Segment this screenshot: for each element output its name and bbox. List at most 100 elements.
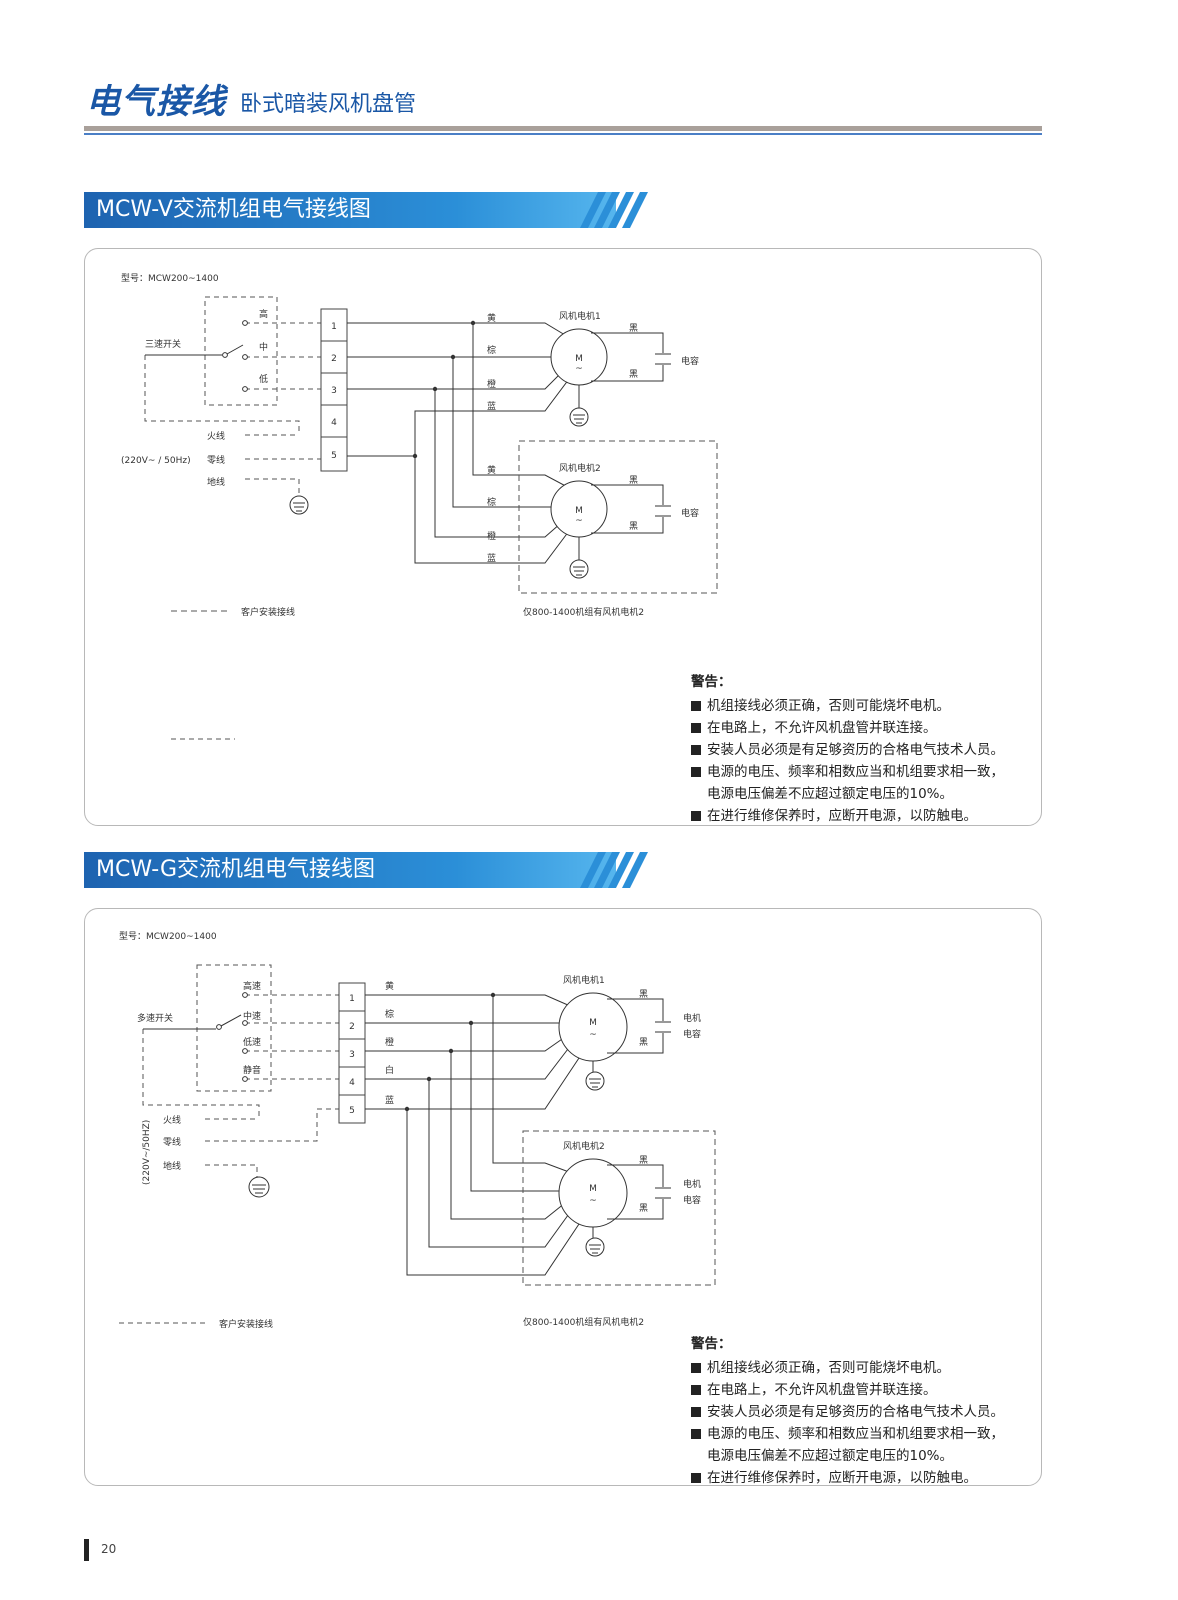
s1-m1-black-bottom: 黑 <box>629 369 638 380</box>
s1-m2-wire-orange: 橙 <box>487 530 496 542</box>
page-title: 电气接线 <box>86 82 226 122</box>
header-divider-accent <box>84 133 1042 135</box>
s2-power-spec: (220V~/50HZ) <box>142 1120 152 1185</box>
s1-warning-item: 机组接线必须正确，否则可能烧坏电机。 <box>691 695 1004 717</box>
s2-warning-item: 在进行维修保养时，应断开电源，以防触电。 <box>691 1467 1004 1489</box>
s1-warning-item: 在电路上，不允许风机盘管并联连接。 <box>691 717 1004 739</box>
s1-model-label: 型号：MCW200~1400 <box>121 273 219 284</box>
header-divider <box>84 126 1042 131</box>
s1-m2-black-bottom: 黑 <box>629 521 638 532</box>
s1-motor1-ground-icon <box>569 407 589 427</box>
section2-diagram-panel: 型号：MCW200~1400 多速开关 高速 中速 低速 静音 火线 零线 地线… <box>84 908 1042 1486</box>
s1-terminal-5: 5 <box>331 451 337 461</box>
s2-speed-mid: 中速 <box>243 1010 261 1022</box>
s1-m1-wire-blue: 蓝 <box>487 400 496 412</box>
s1-note: 仅800-1400机组有风机电机2 <box>523 606 644 618</box>
s2-switch-label: 多速开关 <box>137 1012 173 1024</box>
s1-warnings-title: 警告： <box>691 674 732 690</box>
s2-motor2-label: 风机电机2 <box>563 1140 605 1152</box>
s1-warning-continuation: 电源电压偏差不应超过额定电压的10%。 <box>707 786 954 802</box>
section1-banner: MCW-V交流机组电气接线图 <box>84 192 616 228</box>
s2-speed-low: 低速 <box>243 1036 261 1048</box>
s1-m2-wire-yellow: 黄 <box>487 464 496 476</box>
s2-warnings-title: 警告： <box>691 1336 732 1352</box>
s1-speed-mid: 中 <box>259 341 268 353</box>
s2-wire-blue: 蓝 <box>385 1094 394 1106</box>
s1-terminal-4: 4 <box>331 418 337 428</box>
s1-power-neutral: 零线 <box>207 454 225 466</box>
s1-warning-item: 在进行维修保养时，应断开电源，以防触电。 <box>691 805 1004 827</box>
s2-legend-label: 客户安装接线 <box>219 1318 273 1330</box>
banner-slashes-icon <box>580 192 648 228</box>
s1-m2-wire-brown: 棕 <box>487 496 496 508</box>
s1-m2-capacitor: 电容 <box>681 507 699 519</box>
s1-m2-ac: ~ <box>575 516 583 526</box>
s2-m2-black-bottom: 黑 <box>639 1203 648 1214</box>
s1-m1-m: M <box>575 354 583 364</box>
page-number: 20 <box>101 1542 117 1556</box>
s2-model-label: 型号：MCW200~1400 <box>119 931 217 942</box>
s2-wire-yellow: 黄 <box>385 980 394 992</box>
s1-m1-capacitor: 电容 <box>681 355 699 367</box>
s2-m1-cap-top: 电机 <box>683 1012 701 1024</box>
s2-m2-m: M <box>589 1184 597 1194</box>
s1-warnings: 警告： 机组接线必须正确，否则可能烧坏电机。 在电路上，不允许风机盘管并联连接。… <box>691 671 1004 827</box>
s2-terminal-3: 3 <box>349 1050 355 1060</box>
s2-m2-ac: ~ <box>589 1196 597 1206</box>
s2-m1-black-top: 黑 <box>639 989 648 1000</box>
s1-main-ground-icon <box>289 495 309 515</box>
s1-legend-label: 客户安装接线 <box>241 606 295 618</box>
s2-terminal-2: 2 <box>349 1022 355 1032</box>
s2-m2-cap-top: 电机 <box>683 1178 701 1190</box>
s2-terminal-1: 1 <box>349 994 355 1004</box>
s2-main-ground-icon <box>248 1176 270 1198</box>
s1-m1-wire-yellow: 黄 <box>487 312 496 324</box>
s2-power-live: 火线 <box>163 1114 181 1126</box>
s1-warning-item: 电源的电压、频率和相数应当和机组要求相一致， <box>691 761 1004 783</box>
s1-motor2-label: 风机电机2 <box>559 462 601 474</box>
footer-bar <box>84 1539 89 1561</box>
s1-m1-ac: ~ <box>575 364 583 374</box>
s2-terminal-5: 5 <box>349 1106 355 1116</box>
s2-terminal-4: 4 <box>349 1078 355 1088</box>
s1-power-spec: (220V~ / 50Hz) <box>121 456 191 466</box>
s2-wire-brown: 棕 <box>385 1008 394 1020</box>
s1-m2-m: M <box>575 506 583 516</box>
s1-warning-item: 安装人员必须是有足够资历的合格电气技术人员。 <box>691 739 1004 761</box>
s2-note: 仅800-1400机组有风机电机2 <box>523 1316 644 1328</box>
s1-speed-low: 低 <box>259 373 268 385</box>
s1-m1-wire-brown: 棕 <box>487 344 496 356</box>
s1-m2-wire-blue: 蓝 <box>487 552 496 564</box>
s2-m1-ac: ~ <box>589 1030 597 1040</box>
s2-m2-cap-bottom: 电容 <box>683 1194 701 1206</box>
s1-m1-black-top: 黑 <box>629 323 638 334</box>
s1-motor2-ground-icon <box>569 559 589 579</box>
page-subtitle: 卧式暗装风机盘管 <box>240 92 417 117</box>
section2-banner: MCW-G交流机组电气接线图 <box>84 852 616 888</box>
s2-speed-quiet: 静音 <box>243 1064 261 1076</box>
s1-power-ground: 地线 <box>207 476 225 488</box>
s2-warning-item: 在电路上，不允许风机盘管并联连接。 <box>691 1379 1004 1401</box>
banner-slashes-icon <box>580 852 648 888</box>
s1-motor1-label: 风机电机1 <box>559 310 601 322</box>
s2-m1-black-bottom: 黑 <box>639 1037 648 1048</box>
s2-warning-item: 机组接线必须正确，否则可能烧坏电机。 <box>691 1357 1004 1379</box>
s2-power-neutral: 零线 <box>163 1136 181 1148</box>
s2-motor1-label: 风机电机1 <box>563 974 605 986</box>
section1-wiring-diagram: 型号：MCW200~1400 三速开关 高 中 低 火线 零线 地线 (220V… <box>121 273 718 740</box>
s2-m1-cap-bottom: 电容 <box>683 1028 701 1040</box>
section2-wiring-diagram: 型号：MCW200~1400 多速开关 高速 中速 低速 静音 火线 零线 地线… <box>119 931 716 1330</box>
s2-m2-black-top: 黑 <box>639 1155 648 1166</box>
s2-motor1-ground-icon <box>585 1071 605 1091</box>
s2-motor2-ground-icon <box>585 1237 605 1257</box>
s1-terminal-3: 3 <box>331 386 337 396</box>
s2-warning-continuation: 电源电压偏差不应超过额定电压的10%。 <box>707 1448 954 1464</box>
s2-m1-m: M <box>589 1018 597 1028</box>
s2-warning-item: 安装人员必须是有足够资历的合格电气技术人员。 <box>691 1401 1004 1423</box>
s2-wire-white: 白 <box>385 1064 394 1076</box>
section1-diagram-panel: 型号：MCW200~1400 三速开关 高 中 低 火线 零线 地线 (220V… <box>84 248 1042 826</box>
s2-wire-orange: 橙 <box>385 1036 394 1048</box>
s1-m1-wire-orange: 橙 <box>487 378 496 390</box>
s1-m2-black-top: 黑 <box>629 475 638 486</box>
s1-terminal-1: 1 <box>331 322 337 332</box>
